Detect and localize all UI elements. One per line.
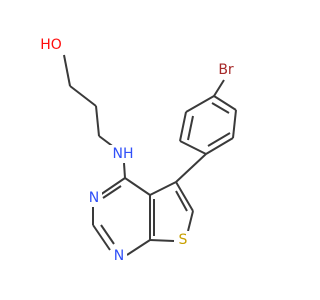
bond-c1-c2 (69, 85, 97, 107)
bond-c5-c6 (175, 181, 194, 212)
bond-ph4-ph5 (185, 95, 215, 113)
amine-bg (108, 145, 138, 163)
bond-ph1-ph2 (205, 137, 234, 155)
bond-ph1-ph2-inner (207, 132, 231, 147)
ring-n-bottom-bg (111, 247, 127, 265)
bromophenyl-ring (175, 79, 237, 183)
amine-label: NH (113, 146, 134, 162)
molecule-structure: HO NH N N S Br (36, 36, 239, 265)
bond-ph5-ph6 (179, 111, 187, 142)
bond-c4a-c4 (124, 177, 151, 196)
bond-n1-c7a (126, 239, 151, 256)
bond-c4-n3 (99, 177, 126, 196)
bond-s-c7a (149, 239, 175, 242)
bromine-label: Br (218, 62, 234, 78)
sulfur-label: S (179, 232, 188, 248)
ring-n-top-bg (86, 189, 102, 207)
bond-c4-n3-inner (102, 185, 122, 199)
bond-ph3-ph4 (213, 95, 237, 111)
hydroxyl-bg (36, 36, 66, 54)
bond-c2-n1-inner (100, 224, 115, 245)
bond-ph3-ph4-inner (211, 102, 230, 114)
bond-ph5-ph6-inner (187, 115, 194, 141)
bromine-bg (213, 61, 239, 79)
bond-ph2-ph3 (232, 109, 237, 139)
sulfur-bg (175, 231, 191, 249)
atom-labels: HO NH N N S Br (36, 36, 239, 265)
bond-c4a-c5 (149, 181, 177, 196)
bond-c2-n1 (92, 224, 111, 251)
pyrimidine-ring (92, 177, 151, 256)
bond-c5-c6-inner (175, 190, 188, 212)
bond-c5-phenyl (175, 153, 207, 183)
bond-n-c4 (123, 162, 126, 179)
bond-c6-s (187, 210, 194, 232)
bond-ph6-ph1 (179, 140, 207, 155)
ring-n-bottom-label: N (114, 248, 124, 264)
bond-c2-c3 (95, 105, 100, 137)
bond-ph4-br (213, 79, 225, 97)
thiophene-ring (149, 181, 194, 242)
propanol-chain (63, 54, 116, 149)
bond-o-c1 (63, 54, 71, 87)
ring-n-top-label: N (89, 190, 99, 206)
hydroxyl-label: HO (40, 37, 62, 53)
